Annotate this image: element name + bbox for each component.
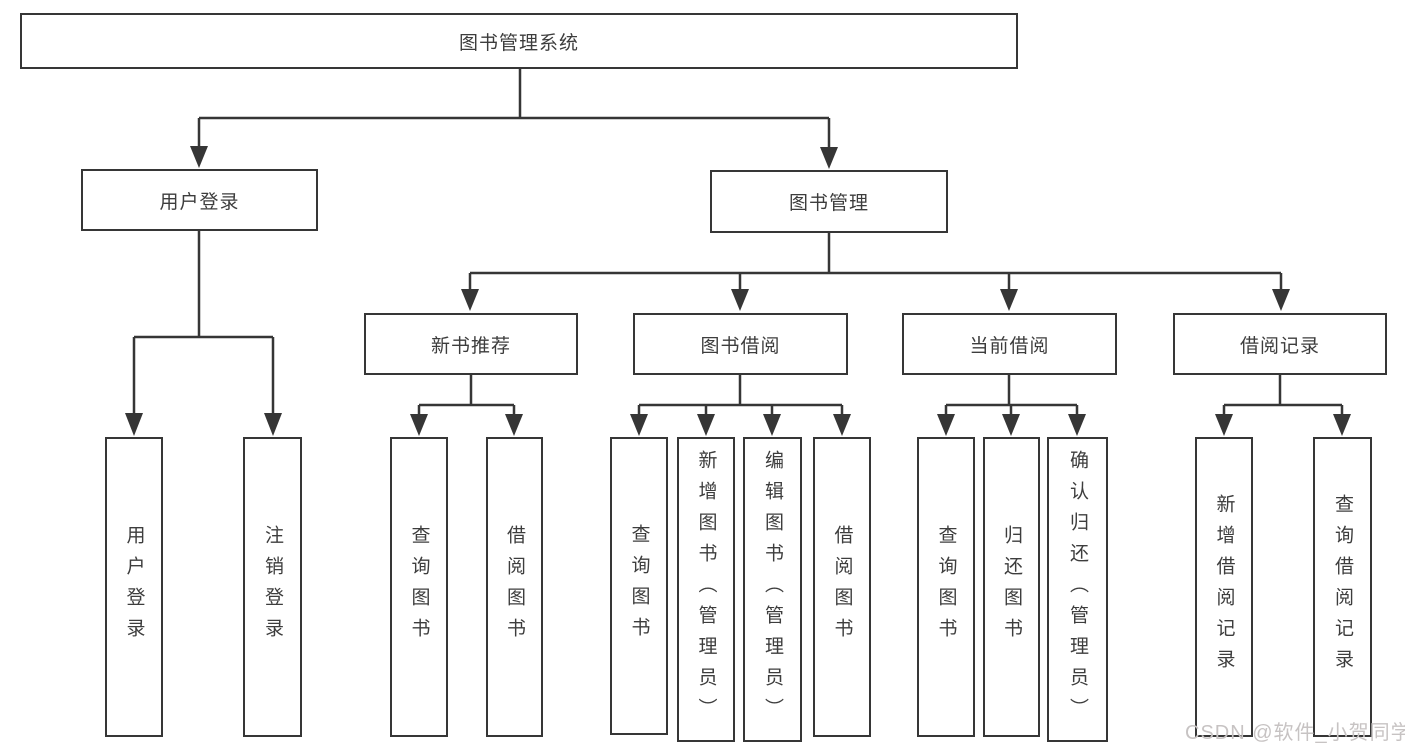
node-book-management: 图书管理 xyxy=(710,170,948,233)
leaf-query-books-current: 查询图书 xyxy=(917,437,975,737)
node-borrow-records: 借阅记录 xyxy=(1173,313,1387,375)
node-current-borrow-label: 当前借阅 xyxy=(969,335,1050,357)
node-borrow-records-label: 借阅记录 xyxy=(1239,335,1320,357)
leaf-return-book: 归还图书 xyxy=(983,437,1040,737)
node-book-borrow-label: 图书借阅 xyxy=(700,335,781,357)
leaf-query-books-recommend: 查询图书 xyxy=(390,437,448,737)
leaf-edit-book-admin: 编辑图书（管理员） xyxy=(743,437,802,742)
node-book-management-label: 图书管理 xyxy=(788,193,869,214)
node-current-borrow: 当前借阅 xyxy=(902,313,1117,375)
leaf-add-borrow-record: 新增借阅记录 xyxy=(1195,437,1253,737)
leaf-query-borrow-record: 查询借阅记录 xyxy=(1313,437,1372,737)
leaf-query-books-borrow: 查询图书 xyxy=(610,437,668,735)
leaf-logout: 注销登录 xyxy=(243,437,302,737)
leaf-confirm-return-admin: 确认归还（管理员） xyxy=(1047,437,1108,742)
watermark: CSDN @软件_小贺同学 xyxy=(1185,722,1405,744)
node-user-login-branch: 用户登录 xyxy=(81,169,318,231)
arrowheads xyxy=(125,146,1351,436)
leaf-add-book-admin: 新增图书（管理员） xyxy=(677,437,735,742)
node-user-login-branch-label: 用户登录 xyxy=(159,191,240,213)
leaf-user-login: 用户登录 xyxy=(105,437,163,737)
leaf-borrow-books-recommend: 借阅图书 xyxy=(486,437,543,737)
node-root: 图书管理系统 xyxy=(20,13,1018,69)
leaf-borrow-books-borrow: 借阅图书 xyxy=(813,437,871,737)
node-new-book-recommend: 新书推荐 xyxy=(364,313,578,375)
node-new-book-recommend-label: 新书推荐 xyxy=(430,335,511,357)
node-book-borrow: 图书借阅 xyxy=(633,313,848,375)
node-root-label: 图书管理系统 xyxy=(458,32,579,54)
